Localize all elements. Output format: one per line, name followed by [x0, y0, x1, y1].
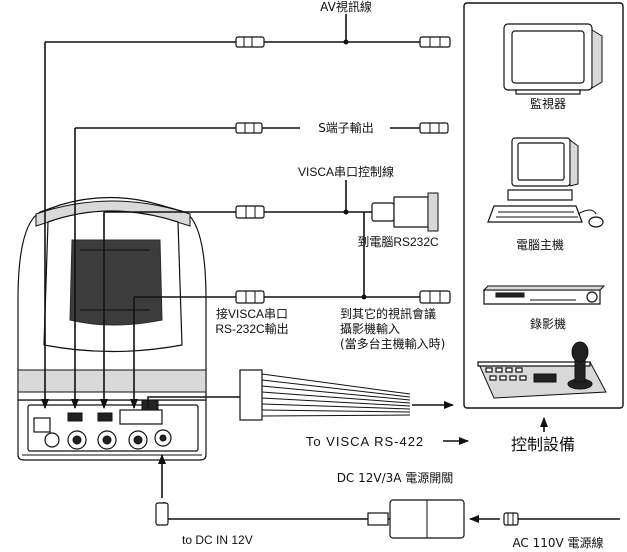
rs232c-out-wire	[130, 296, 236, 409]
other-camera-label-line2: 攝影機輸入	[340, 321, 400, 336]
visca-in-label-line1: 接VISCA串口	[216, 306, 288, 321]
av-cable	[235, 14, 451, 48]
desktop-pc-icon	[487, 137, 604, 228]
dc-cable	[155, 454, 390, 526]
other-camera-label-line3: (當多台主機輸入時)	[340, 336, 445, 351]
ptz-camera-icon	[17, 196, 207, 461]
to-visca-rs422-label: To VISCA RS-422	[306, 434, 424, 449]
control-equipment-label: 控制設備	[511, 435, 575, 454]
monitor-label: 監視器	[530, 96, 566, 111]
rs232c-output-cable	[235, 290, 451, 304]
ac-cord-label: AC 110V 電源線	[512, 535, 603, 550]
s-video-wire	[71, 127, 236, 409]
power-adapter-icon	[389, 499, 465, 539]
dc-switch-label: DC 12V/3A 電源開關	[337, 471, 454, 485]
visca-control-wire	[100, 211, 236, 409]
rs422-ribbon-cable	[147, 369, 411, 421]
av-cable-label: AV視訊線	[320, 0, 372, 14]
s-video-label: S端子輸出	[318, 120, 374, 135]
vcr-icon	[482, 285, 606, 305]
joystick-controller-icon	[477, 341, 607, 399]
to-pc-rs232c-label: 到電腦RS232C	[357, 234, 439, 249]
av-cable-wire	[41, 41, 236, 409]
ac-power-cord	[503, 512, 620, 526]
visca-cable-label: VISCA串口控制線	[298, 164, 394, 179]
visca-in-label-line2: RS-232C輸出	[215, 321, 288, 336]
control-equipment-box	[463, 2, 624, 409]
s-video-cable	[235, 122, 449, 134]
pc-label: 電腦主機	[516, 237, 564, 252]
vcr-label: 錄影機	[530, 316, 566, 331]
other-camera-label-line1: 到其它的視訊會議	[340, 306, 436, 321]
visca-control-cable	[235, 180, 439, 297]
crt-monitor-icon	[503, 23, 603, 95]
dc-in-label: to DC IN 12V	[182, 533, 253, 547]
